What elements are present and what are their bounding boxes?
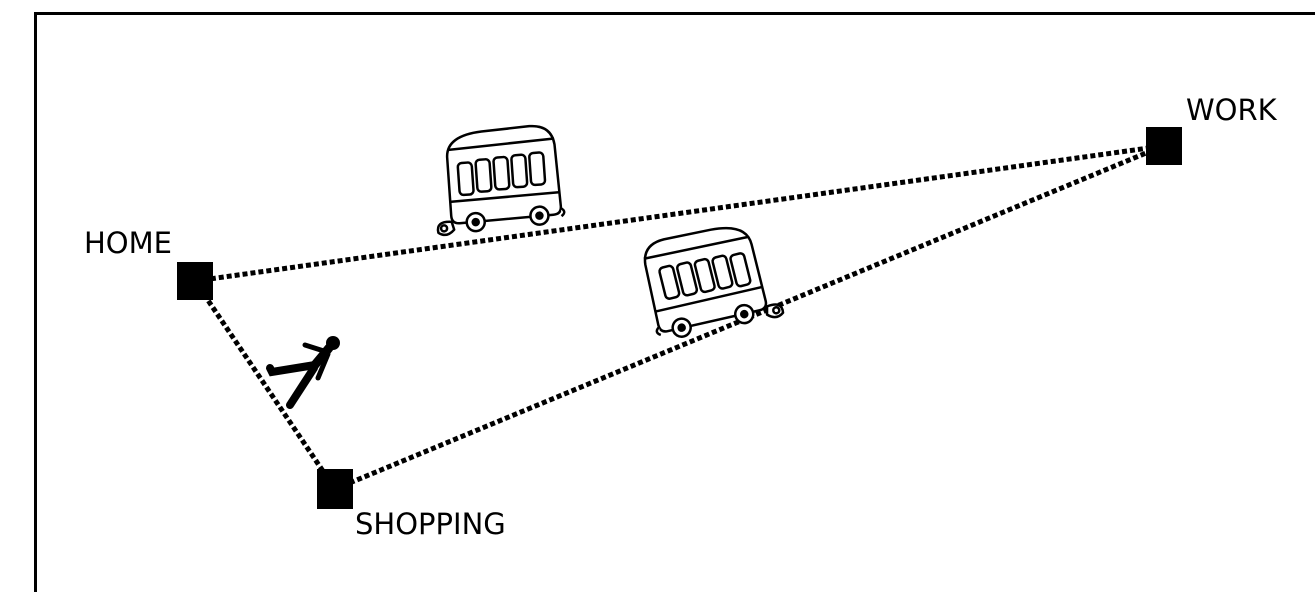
label-home: HOME [84,229,172,258]
bus-icon [636,216,784,346]
walking-person-icon [270,336,340,405]
label-work: WORK [1186,96,1277,125]
node-shopping [317,469,353,509]
travel-diagram [0,0,1315,567]
label-shopping: SHOPPING [355,510,506,539]
node-work [1146,127,1182,165]
bus-icon [431,124,565,235]
route-home-shopping [195,281,335,489]
node-home [177,262,213,300]
